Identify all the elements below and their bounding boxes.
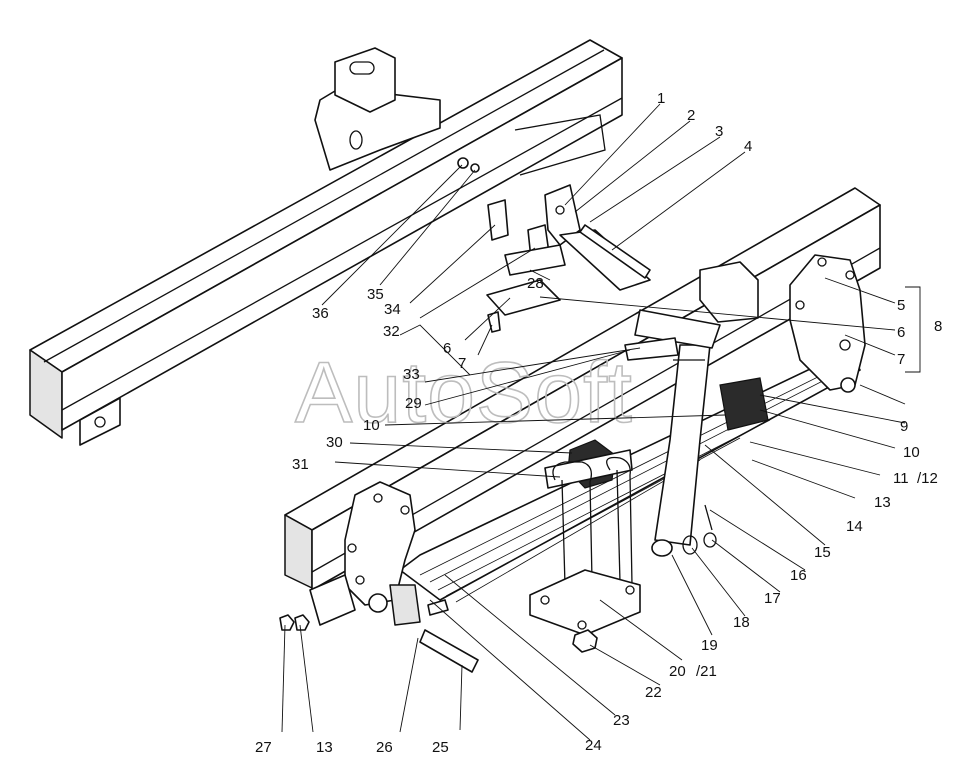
callout-7-right: 7 [897,351,905,368]
callout-13-right: 13 [874,494,891,511]
callout-28: 28 [527,275,544,292]
callout-35: 35 [367,286,384,303]
upper-rail-bracket [314,47,606,176]
callout-33: 33 [403,366,420,383]
watermark-text: AutoSoft [295,345,633,441]
callout-32: 32 [383,323,400,340]
callout-18: 18 [733,614,750,631]
callout-31: 31 [292,456,309,473]
callout-19: 19 [701,637,718,654]
callout-4: 4 [744,138,752,155]
callout-12: /12 [917,470,938,487]
u-bolt-nut [572,629,598,653]
callout-11: 11 [893,470,909,487]
upper-frame-rail [29,39,623,446]
callout-labels: 1 2 3 4 5 6 7 8 9 10 11 /12 13 14 15 16 … [255,90,942,756]
shock-lower-washer [682,504,717,555]
callout-7-left: 7 [458,355,466,372]
callout-27: 27 [255,739,272,756]
front-spring-bracket [309,481,421,626]
callout-30: 30 [326,434,343,451]
callout-10-left: 10 [363,417,380,434]
callout-16: 16 [790,567,807,584]
callout-1: 1 [657,90,665,107]
leader-lines [281,103,921,741]
callout-25: 25 [432,739,449,756]
callout-6-right: 6 [897,324,905,341]
callout-29: 29 [405,395,422,412]
front-spring-pin [419,599,479,673]
spring-center-pad [544,439,633,489]
shackle-bracket [544,184,651,291]
callout-17: 17 [764,590,781,607]
callout-26: 26 [376,739,393,756]
callout-13-left: 13 [316,739,333,756]
callout-34: 34 [384,301,401,318]
shock-absorber [634,309,721,557]
callout-9: 9 [900,418,908,435]
callout-22: 22 [645,684,662,701]
callout-10-right: 10 [903,444,920,461]
callout-21: /21 [696,663,717,680]
front-nuts [279,614,310,631]
callout-23: 23 [613,712,630,729]
callout-8: 8 [934,318,942,335]
callout-20: 20 [669,663,686,680]
rebound-buffer [699,261,769,431]
u-bolts [552,456,633,586]
callout-24: 24 [585,737,602,754]
callout-5: 5 [897,297,905,314]
rear-spring-bracket [789,254,866,393]
spring-lower-plate [529,569,641,636]
callout-14: 14 [846,518,863,535]
callout-2: 2 [687,107,695,124]
shackle-plates [487,199,566,276]
callout-6-left: 6 [443,340,451,357]
callout-15: 15 [814,544,831,561]
callout-3: 3 [715,123,723,140]
callout-36: 36 [312,305,329,322]
frame-bolts [457,157,501,333]
shock-upper-pin [624,337,679,361]
